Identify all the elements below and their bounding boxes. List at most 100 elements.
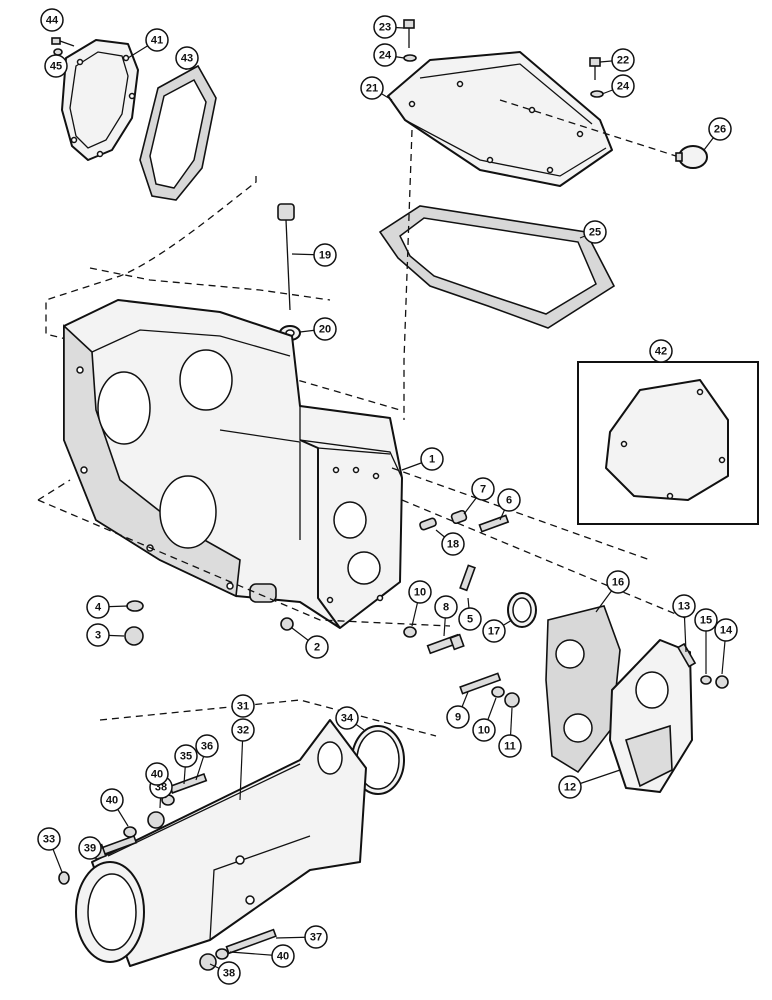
callout-number: 13 xyxy=(678,601,690,613)
callout-number: 17 xyxy=(488,626,500,638)
callout-7: 7 xyxy=(471,477,495,501)
callout-number: 44 xyxy=(46,15,59,27)
callout-11: 11 xyxy=(498,734,522,758)
callout-number: 26 xyxy=(714,124,726,136)
bolt-and-washer xyxy=(51,37,75,56)
dipstick xyxy=(277,203,295,311)
callout-circle xyxy=(472,718,496,742)
callout-number: 1 xyxy=(429,454,435,466)
callout-circle xyxy=(446,705,470,729)
callout-circle xyxy=(86,623,110,647)
callout-circle xyxy=(78,836,102,860)
callout-circle xyxy=(373,15,397,39)
callout-31: 31 xyxy=(231,694,255,718)
callout-circle xyxy=(217,961,241,985)
callout-number: 38 xyxy=(223,968,235,980)
callout-number: 24 xyxy=(379,50,392,62)
callout-3: 3 xyxy=(86,623,110,647)
callout-circle xyxy=(708,117,732,141)
callout-number: 8 xyxy=(443,602,449,614)
cap-screw-and-lockwasher xyxy=(589,57,604,98)
cover-gasket xyxy=(139,64,217,201)
callout-circle xyxy=(434,595,458,619)
callout-39: 39 xyxy=(78,836,102,860)
callout-circle xyxy=(672,594,696,618)
callout-22: 22 xyxy=(611,48,635,72)
callout-circle xyxy=(649,339,673,363)
callout-40: 40 xyxy=(271,944,295,968)
callout-20: 20 xyxy=(313,317,337,341)
callout-21: 21 xyxy=(360,76,384,100)
callout-36: 36 xyxy=(195,734,219,758)
callout-circle xyxy=(497,488,521,512)
stud xyxy=(459,672,502,695)
nut xyxy=(199,953,217,971)
callout-circle xyxy=(606,570,630,594)
callout-circle xyxy=(44,54,68,78)
callout-circle xyxy=(335,706,359,730)
callout-5: 5 xyxy=(458,607,482,631)
callout-number: 16 xyxy=(612,577,624,589)
callout-25: 25 xyxy=(583,220,607,244)
callout-6: 6 xyxy=(497,488,521,512)
seal-ring xyxy=(507,592,537,628)
callout-circle xyxy=(175,46,199,70)
callout-circle xyxy=(458,607,482,631)
callout-circle xyxy=(86,595,110,619)
callout-number: 20 xyxy=(319,324,331,336)
callout-number: 45 xyxy=(50,61,62,73)
callout-number: 41 xyxy=(151,35,163,47)
callout-38: 38 xyxy=(217,961,241,985)
callout-circle xyxy=(441,532,465,556)
callout-42: 42 xyxy=(649,339,673,363)
nut xyxy=(715,675,729,689)
callout-37: 37 xyxy=(304,925,328,949)
callout-number: 12 xyxy=(564,782,576,794)
callout-number: 22 xyxy=(617,55,629,67)
stud xyxy=(459,564,476,592)
washer xyxy=(215,948,229,960)
plug xyxy=(280,617,294,631)
callout-number: 40 xyxy=(151,769,163,781)
callout-number: 15 xyxy=(700,615,712,627)
callout-circle xyxy=(360,76,384,100)
callout-number: 9 xyxy=(455,712,461,724)
drain-plug xyxy=(124,626,144,646)
callout-40: 40 xyxy=(145,762,169,786)
callout-10: 10 xyxy=(472,718,496,742)
transmission-case xyxy=(63,299,403,629)
callout-circle xyxy=(145,28,169,52)
stud xyxy=(225,928,277,955)
callout-14: 14 xyxy=(714,618,738,642)
callout-circle xyxy=(611,74,635,98)
washer xyxy=(403,626,417,638)
callout-number: 7 xyxy=(480,484,486,496)
callout-number: 24 xyxy=(617,81,630,93)
callout-number: 2 xyxy=(314,642,320,654)
cap-screw xyxy=(426,633,465,655)
bearing-cover-plate xyxy=(61,39,139,161)
callout-number: 10 xyxy=(414,587,426,599)
breather xyxy=(675,145,708,169)
callout-16: 16 xyxy=(606,570,630,594)
callout-circle xyxy=(100,788,124,812)
callout-circle xyxy=(195,734,219,758)
cap-screw-and-lockwasher xyxy=(403,19,417,62)
callout-number: 11 xyxy=(504,741,516,753)
callout-40: 40 xyxy=(100,788,124,812)
callout-2: 2 xyxy=(305,635,329,659)
callout-number: 43 xyxy=(181,53,193,65)
stud xyxy=(478,514,510,533)
axle-housing xyxy=(75,719,367,967)
callout-number: 10 xyxy=(478,725,490,737)
callout-number: 35 xyxy=(180,751,192,763)
callout-45: 45 xyxy=(44,54,68,78)
callout-number: 34 xyxy=(341,713,354,725)
dowel-pin xyxy=(450,509,468,525)
callout-number: 18 xyxy=(447,539,459,551)
callout-number: 33 xyxy=(43,834,55,846)
callout-15: 15 xyxy=(694,608,718,632)
callout-circle xyxy=(408,580,432,604)
pto-housing-gasket xyxy=(545,605,621,774)
